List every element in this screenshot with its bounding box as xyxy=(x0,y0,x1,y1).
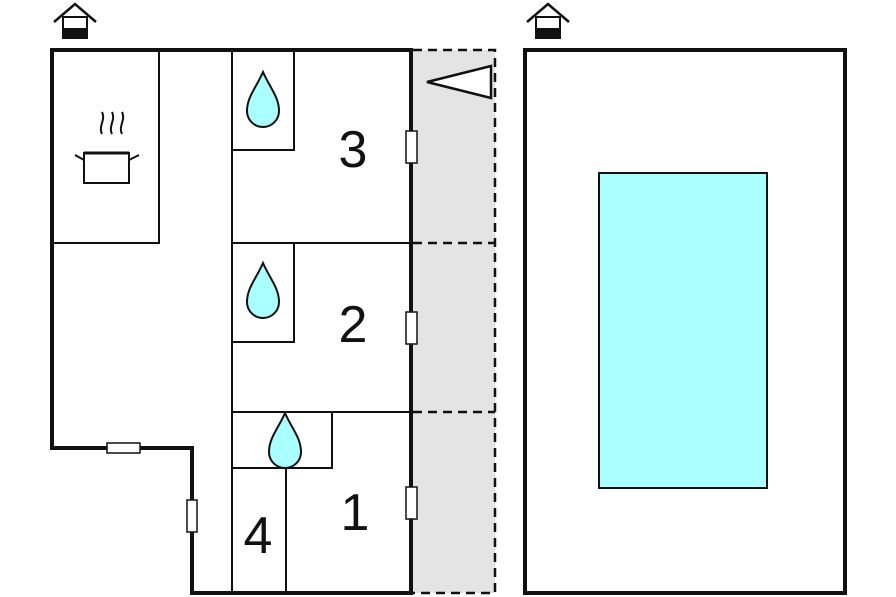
window xyxy=(405,311,418,345)
water-drop-icon xyxy=(245,260,281,319)
windows xyxy=(106,130,418,533)
room-number-1: 1 xyxy=(341,484,370,542)
house-entrance-icon xyxy=(526,2,570,39)
window xyxy=(186,499,198,533)
room-number-2: 2 xyxy=(339,296,368,354)
room-number-3: 3 xyxy=(339,121,368,179)
cooking-pot-icon xyxy=(74,111,140,184)
house-entrance-icon xyxy=(53,2,97,39)
water-drop-icon xyxy=(267,410,303,469)
terrace xyxy=(413,48,497,595)
direction-triangle-icon xyxy=(426,64,493,100)
water-drop-icon xyxy=(245,69,281,128)
window xyxy=(405,130,418,164)
window xyxy=(405,486,418,520)
room-number-4: 4 xyxy=(244,507,273,565)
window xyxy=(106,442,141,454)
swimming-pool xyxy=(598,172,768,489)
interior-walls xyxy=(52,50,411,593)
